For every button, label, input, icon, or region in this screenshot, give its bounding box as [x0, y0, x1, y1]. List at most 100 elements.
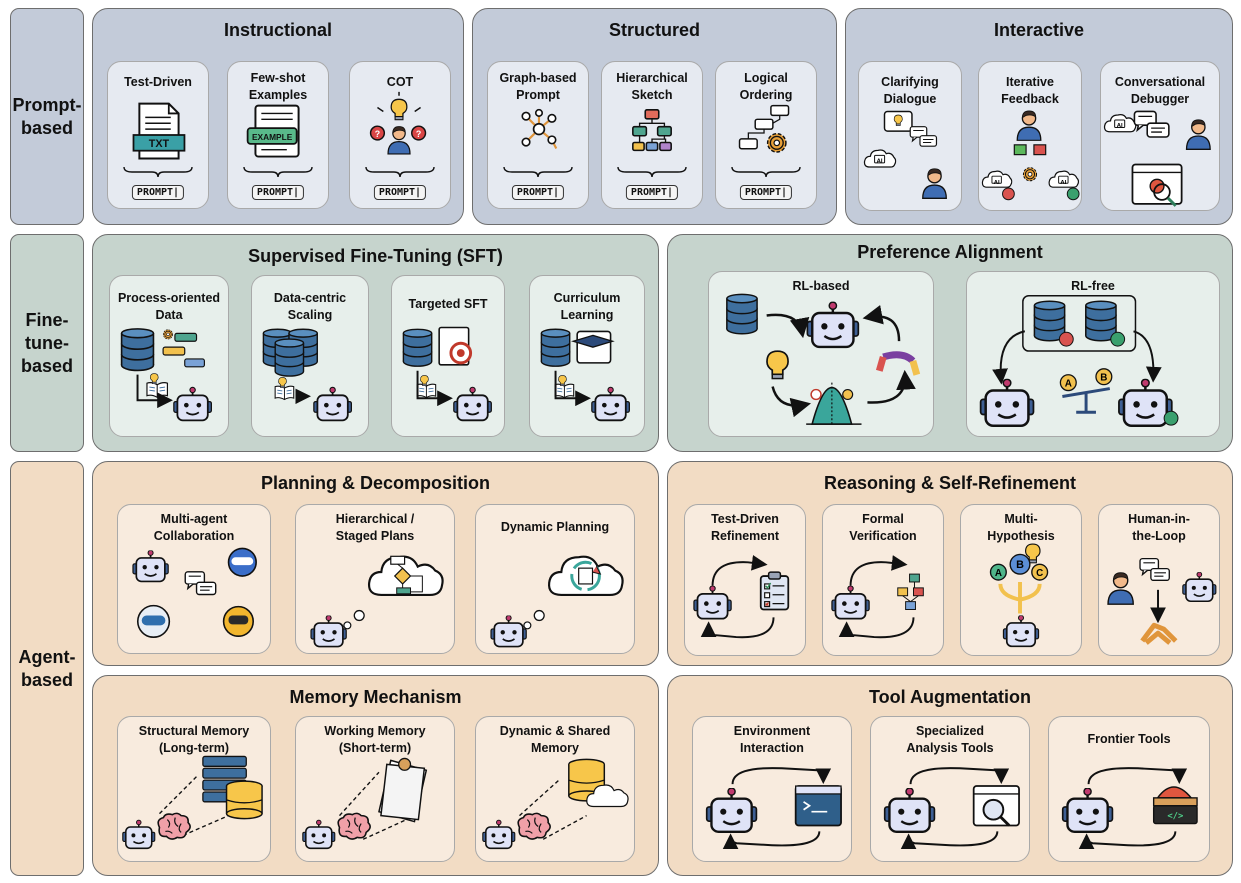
group-title-interactive: Interactive	[993, 20, 1085, 40]
group-reasoning: Reasoning & Self-Refinement Test-Driven …	[667, 461, 1233, 666]
card-title-test-driven: Test-Driven	[124, 75, 192, 89]
row-label-agent-based: Agent- based	[10, 461, 84, 876]
thinking-person-icon: ? ?	[369, 91, 427, 155]
group-title-memory: Memory Mechanism	[289, 687, 462, 707]
card-process-oriented-data: Process-oriented Data	[109, 275, 229, 437]
svg-text:?: ?	[416, 129, 421, 139]
row-label-agent-text: Agent- based	[18, 646, 76, 690]
group-memory: Memory Mechanism Structural Memory (Long…	[92, 675, 659, 876]
terminal-loop-icon	[705, 767, 842, 850]
card-conversational-debugger: Conversational Debugger AI	[1100, 61, 1220, 211]
group-title-reasoning: Reasoning & Self-Refinement	[823, 473, 1077, 493]
feedback-loop-icon: AI AI	[981, 110, 1080, 201]
card-title-process-oriented: Process-oriented Data	[117, 291, 221, 322]
card-title-multi-hypothesis: Multi- Hypothesis	[987, 512, 1055, 543]
card-graph-based-prompt: Graph-based Prompt PROMPT|	[487, 61, 589, 209]
card-rl-based: RL-based	[708, 271, 934, 437]
example-document-icon: EXAMPLE	[246, 104, 300, 158]
card-title-iterative-feedback: Iterative Feedback	[1001, 75, 1059, 106]
svg-text:?: ?	[375, 129, 380, 139]
card-iterative-feedback: Iterative Feedback AI AI	[978, 61, 1082, 211]
row-label-prompt-based: Prompt- based	[10, 8, 84, 225]
card-specialized-analysis-tools: Specialized Analysis Tools	[870, 716, 1030, 862]
shared-memory-icon	[482, 758, 629, 850]
card-title-dynamic-planning: Dynamic Planning	[500, 520, 610, 534]
logic-gear-icon	[738, 104, 790, 153]
card-title-environment-interaction: Environment Interaction	[733, 724, 811, 755]
prompt-tag: PROMPT|	[511, 185, 565, 200]
rl-loop-icon	[726, 293, 921, 425]
card-hierarchical-staged-plans: Hierarchical / Staged Plans	[295, 504, 455, 654]
analysis-loop-icon	[883, 767, 1020, 850]
curriculum-icon	[540, 328, 631, 422]
card-title-curriculum: Curriculum Learning	[553, 291, 621, 322]
group-title-instructional: Instructional	[223, 20, 332, 40]
group-title-sft: Supervised Fine-Tuning (SFT)	[248, 246, 503, 266]
ai-icon-label: AI	[1060, 180, 1066, 186]
card-title-data-centric: Data-centric Scaling	[273, 291, 347, 322]
verification-loop-icon	[831, 555, 924, 639]
group-title-tools: Tool Augmentation	[869, 687, 1031, 707]
card-title-few-shot: Few-shot Examples	[248, 71, 308, 102]
scaling-data-icon	[262, 328, 353, 422]
card-test-driven-refinement: Test-Driven Refinement	[684, 504, 806, 656]
plan-thought-icon	[310, 555, 444, 648]
bracket-icon	[365, 166, 435, 178]
card-title-conversational-debugger: Conversational Debugger	[1114, 75, 1206, 106]
code-icon-label: </>	[1167, 812, 1183, 822]
card-title-rl-based: RL-based	[792, 279, 850, 293]
hypothesis-icon: A B C	[989, 543, 1049, 648]
human-collab-icon	[1107, 557, 1217, 645]
card-frontier-tools: Frontier Tools </>	[1048, 716, 1210, 862]
card-hierarchical-sketch: Hierarchical Sketch PROMPT|	[601, 61, 703, 209]
debugger-icon: AI	[1103, 110, 1211, 207]
card-multi-hypothesis: Multi- Hypothesis A B C	[960, 504, 1082, 656]
bracket-icon	[731, 166, 801, 178]
option-b-label: B	[1100, 373, 1107, 384]
txt-icon-label: TXT	[149, 138, 170, 150]
test-refine-loop-icon	[693, 554, 790, 639]
card-title-test-driven-refinement: Test-Driven Refinement	[710, 512, 780, 543]
card-title-hierarchical-plans: Hierarchical / Staged Plans	[335, 512, 415, 543]
prompt-tag: PROMPT|	[373, 185, 427, 200]
group-interactive: Interactive Clarifying Dialogue AI Itera…	[845, 8, 1233, 225]
row-label-prompt-text: Prompt- based	[12, 94, 82, 138]
card-working-memory: Working Memory (Short-term)	[295, 716, 455, 862]
prompt-tag: PROMPT|	[625, 185, 679, 200]
target-data-icon	[402, 326, 493, 422]
ai-icon-label: AI	[994, 180, 1000, 186]
card-title-targeted-sft: Targeted SFT	[408, 297, 488, 311]
card-cot: COT ? ? PROMPT|	[349, 61, 451, 209]
bracket-icon	[617, 166, 687, 178]
card-title-clarifying-dialogue: Clarifying Dialogue	[881, 75, 939, 106]
card-title-hierarchical-sketch: Hierarchical Sketch	[616, 71, 688, 102]
option-c-label: C	[1036, 568, 1043, 579]
group-title-structured: Structured	[608, 20, 700, 40]
multi-agent-icon	[132, 547, 257, 639]
card-dynamic-planning: Dynamic Planning	[475, 504, 635, 654]
card-multi-agent-collaboration: Multi-agent Collaboration	[117, 504, 271, 654]
card-structural-memory: Structural Memory (Long-term)	[117, 716, 271, 862]
option-b-label: B	[1016, 559, 1024, 571]
group-planning: Planning & Decomposition Multi-agent Col…	[92, 461, 659, 666]
card-title-human-in-the-loop: Human-in- the-Loop	[1128, 512, 1190, 543]
bracket-icon	[503, 166, 573, 178]
row-label-finetune-text: Fine- tune- based	[20, 309, 74, 376]
group-structured: Structured Graph-based Prompt PROMPT| Hi…	[472, 8, 837, 225]
dialogue-icon: AI	[863, 110, 948, 200]
prompt-tag: PROMPT|	[739, 185, 793, 200]
card-data-centric-scaling: Data-centric Scaling	[251, 275, 369, 437]
bracket-icon	[123, 166, 193, 178]
card-clarifying-dialogue: Clarifying Dialogue AI	[858, 61, 962, 211]
card-title-structural-memory: Structural Memory (Long-term)	[138, 724, 250, 755]
card-title-specialized-analysis: Specialized Analysis Tools	[906, 724, 994, 755]
card-formal-verification: Formal Verification	[822, 504, 944, 656]
card-title-working-memory: Working Memory (Short-term)	[324, 724, 426, 755]
prompt-tag: PROMPT|	[251, 185, 305, 200]
long-term-memory-icon	[122, 755, 263, 850]
dynamic-plan-icon	[490, 555, 624, 648]
example-icon-label: EXAMPLE	[252, 132, 293, 142]
option-a-label: A	[1065, 379, 1072, 390]
card-test-driven: Test-Driven TXT PROMPT|	[107, 61, 209, 209]
card-dynamic-shared-memory: Dynamic & Shared Memory	[475, 716, 635, 862]
